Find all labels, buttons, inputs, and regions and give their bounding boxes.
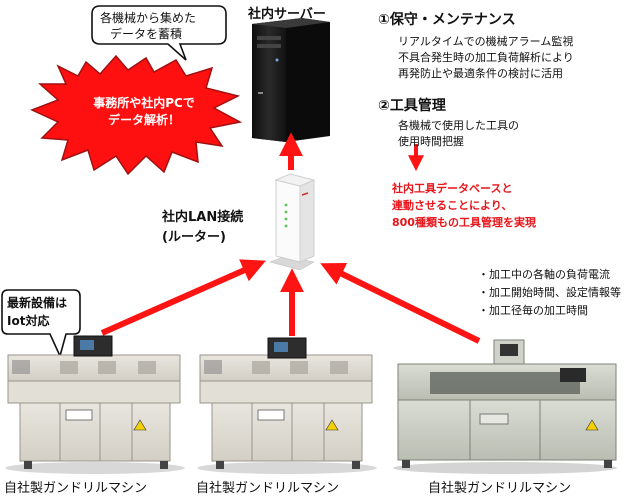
gundrill-machine-3-image	[393, 339, 617, 474]
burst-line2: データ解析！	[107, 113, 180, 127]
iot-callout-bubble	[1, 289, 81, 359]
server-tower-image	[252, 18, 330, 142]
maintenance-list: リアルタイムでの機械アラーム監視 不具合発生時の加工負荷解析により 再発防止や最…	[398, 34, 574, 82]
arrow-machine1-to-router	[100, 259, 266, 336]
maintenance-line-1: リアルタイムでの機械アラーム監視	[398, 35, 574, 48]
router-image	[269, 173, 316, 271]
data-flow-arrows	[100, 132, 481, 344]
machine-1-label: 自社製ガンドリルマシン	[4, 481, 148, 496]
tool-highlight: 社内工具データベースと 連動させることにより、 800種類もの工具管理を実現	[392, 180, 536, 231]
data-items-list: ・加工中の各軸の負荷電流 ・加工開始時間、設定情報等 ・加工径毎の加工時間	[478, 266, 621, 320]
data-item-2: ・加工開始時間、設定情報等	[478, 286, 621, 299]
burst-line1: 事務所や社内PCで	[93, 96, 195, 110]
maintenance-heading: ①保守・メンテナンス	[378, 12, 516, 28]
iot-callout-line2: Iot対応	[7, 314, 50, 328]
tool-red-line-3: 800種類もの工具管理を実現	[392, 216, 536, 229]
router-label-line1: 社内LAN接続	[162, 210, 244, 225]
machine-2-label: 自社製ガンドリルマシン	[196, 481, 340, 496]
tool-line-2: 使用時間把握	[398, 135, 464, 148]
tool-red-line-1: 社内工具データベースと	[392, 182, 513, 195]
machine-3-label: 自社製ガンドリルマシン	[428, 481, 572, 496]
tool-list: 各機械で使用した工具の 使用時間把握	[398, 118, 519, 150]
callout-top-text: 各機械から集めた データを蓄積	[100, 10, 196, 42]
tool-red-line-2: 連動させることにより、	[392, 199, 513, 212]
callout-top-line1: 各機械から集めた	[100, 11, 197, 25]
server-title: 社内サーバー	[248, 7, 326, 22]
iot-callout-text: 最新設備は Iot対応	[7, 294, 67, 330]
data-item-3: ・加工径毎の加工時間	[478, 304, 588, 317]
router-label-line2: (ルーター)	[162, 230, 226, 245]
router-label: 社内LAN接続 (ルーター)	[162, 208, 243, 248]
maintenance-line-2: 不具合発生時の加工負荷解析により	[398, 51, 574, 64]
gundrill-machine-2-image	[197, 337, 377, 474]
maintenance-line-3: 再発防止や最適条件の検討に活用	[398, 67, 563, 80]
burst-text: 事務所や社内PCで データ解析！	[76, 95, 212, 129]
callout-top-bubble	[91, 5, 227, 61]
iot-callout-line1: 最新設備は	[7, 296, 68, 310]
callout-top-line2: データを蓄積	[110, 27, 183, 41]
tool-line-1: 各機械で使用した工具の	[398, 119, 519, 132]
arrow-machine3-to-router	[320, 263, 481, 344]
data-item-1: ・加工中の各軸の負荷電流	[478, 268, 610, 281]
gundrill-machine-1-image	[5, 335, 185, 474]
tool-heading: ②工具管理	[378, 98, 446, 114]
analysis-burst-shape	[30, 54, 243, 176]
